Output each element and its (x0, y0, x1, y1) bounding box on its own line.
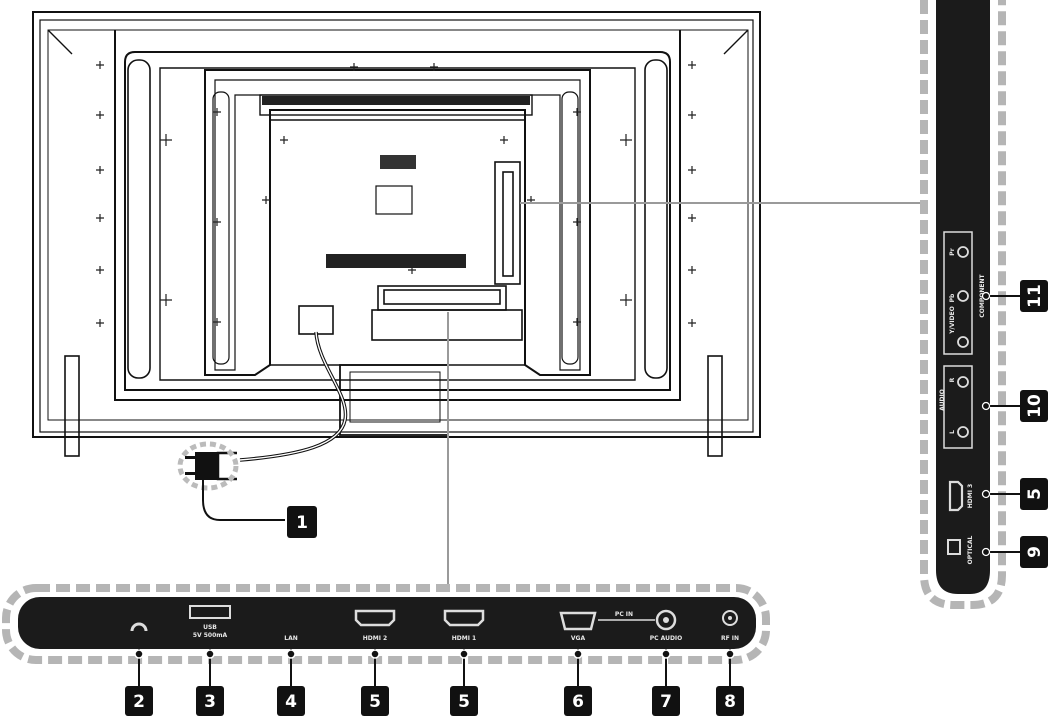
bottom-port-badge-number: 5 (369, 692, 381, 712)
bottom-port-badge (361, 686, 389, 716)
side-port-panel (920, 0, 1006, 609)
bottom-port-dot (459, 649, 469, 659)
pr-label: Pr (949, 248, 956, 255)
bottom-port-sublabel: 5V 500mA (193, 632, 228, 639)
side-port-badge-group: 10 (981, 390, 1048, 422)
rca-jack-icon (957, 290, 969, 302)
tv-terminal-boxes (64, 161, 723, 457)
bottom-port-label: HDMI 2 (363, 635, 387, 642)
bottom-port-dot (370, 649, 380, 659)
audio-r-label: R (949, 377, 956, 382)
bottom-port-dot (205, 649, 215, 659)
side-port-dot (981, 401, 991, 411)
audio-jack-icon (655, 609, 677, 631)
side-port-badge-group: 5 (981, 478, 1048, 510)
bottom-port-dot (134, 649, 144, 659)
bottom-port-badge-number: 2 (133, 692, 145, 712)
pc-in-group: PC IN (598, 611, 655, 621)
side-port-badge-number: 10 (1025, 394, 1045, 418)
side-port-dot (981, 291, 991, 301)
side-port-badge-group: 11 (981, 280, 1048, 312)
bottom-port-badge-number: 6 (572, 692, 584, 712)
rf-connector-pin-icon (728, 616, 732, 620)
component-group-frame (943, 231, 973, 355)
bottom-port-badge (277, 686, 305, 716)
side-port-badge-number: 5 (1025, 488, 1045, 500)
hdmi3-label: HDMI 3 (967, 484, 974, 508)
side-port-badge (1020, 390, 1048, 422)
usb-port-icon (189, 605, 231, 619)
audio-l-label: L (949, 430, 956, 434)
bottom-port-3: LAN 4 (277, 635, 305, 716)
bottom-port-dot (661, 649, 671, 659)
power-badge: 1 (287, 506, 317, 538)
tv-back-panel (32, 11, 761, 438)
bottom-port-label: PC AUDIO (650, 635, 683, 642)
bottom-port-dot (286, 649, 296, 659)
rf-connector-icon (722, 610, 738, 626)
optical-label: OPTICAL (967, 535, 974, 564)
bottom-port-label: RF IN (721, 635, 739, 642)
side-port-badge (1020, 536, 1048, 568)
bottom-port-badge-number: 8 (724, 692, 736, 712)
side-port-badge-number: 11 (1025, 284, 1045, 308)
bottom-port-6: VGA 6 (559, 611, 597, 716)
bottom-port-badge (564, 686, 592, 716)
rca-jack-icon (957, 336, 969, 348)
side-port-dot (981, 489, 991, 499)
rca-jack-icon (957, 376, 969, 388)
power-plug (177, 441, 285, 521)
audio-group-frame (943, 365, 973, 449)
bottom-port-badge (450, 686, 478, 716)
side-port-badge-group: 9 (981, 536, 1048, 568)
bottom-port-label: USB (203, 624, 217, 631)
bottom-port-badge (196, 686, 224, 716)
bottom-port-label: HDMI 1 (452, 635, 476, 642)
bottom-port-5: HDMI 1 5 (443, 609, 485, 716)
rca-jack-icon (957, 246, 969, 258)
bottom-port-badge (652, 686, 680, 716)
audio-jack-center-icon (663, 617, 669, 623)
hdmi-port-icon (354, 609, 396, 627)
hdmi-port-icon (443, 609, 485, 627)
bottom-port-4: HDMI 2 5 (354, 609, 396, 716)
bottom-port-dot (573, 649, 583, 659)
rca-jack-icon (957, 426, 969, 438)
bottom-port-panel (2, 584, 770, 664)
bottom-port-8: RF IN 8 (716, 610, 744, 716)
optical-port-icon (947, 539, 961, 555)
vent-strips (262, 96, 530, 268)
side-port-dot (981, 547, 991, 557)
bottom-port-7: PC AUDIO 7 (650, 609, 683, 716)
bottom-port-label: VGA (571, 635, 586, 642)
screw-markers (96, 61, 696, 327)
bottom-port-badge-number: 5 (458, 692, 470, 712)
side-port-badge (1020, 478, 1048, 510)
bottom-port-label: LAN (284, 635, 298, 642)
pc-in-label: PC IN (615, 611, 633, 618)
leader-lines (447, 202, 928, 586)
headphone-icon (130, 622, 148, 632)
video-label: Y/VIDEO (949, 306, 956, 335)
hdmi-port-icon (948, 480, 964, 512)
bottom-port-badge-number: 4 (285, 692, 297, 712)
power-cable (216, 331, 348, 481)
bottom-port-dot (725, 649, 735, 659)
bottom-port-badge (716, 686, 744, 716)
bottom-port-badge-number: 3 (204, 692, 216, 712)
bottom-port-1: 2 (125, 622, 153, 716)
side-port-badge-number: 9 (1025, 546, 1045, 558)
bottom-port-badge (125, 686, 153, 716)
audio-label: AUDIO (939, 389, 946, 411)
power-badge-number: 1 (296, 513, 308, 533)
vga-port-icon (559, 611, 597, 631)
side-port-badge (1020, 280, 1048, 312)
pb-label: Pb (949, 293, 956, 302)
bottom-port-badge-number: 7 (660, 692, 672, 712)
